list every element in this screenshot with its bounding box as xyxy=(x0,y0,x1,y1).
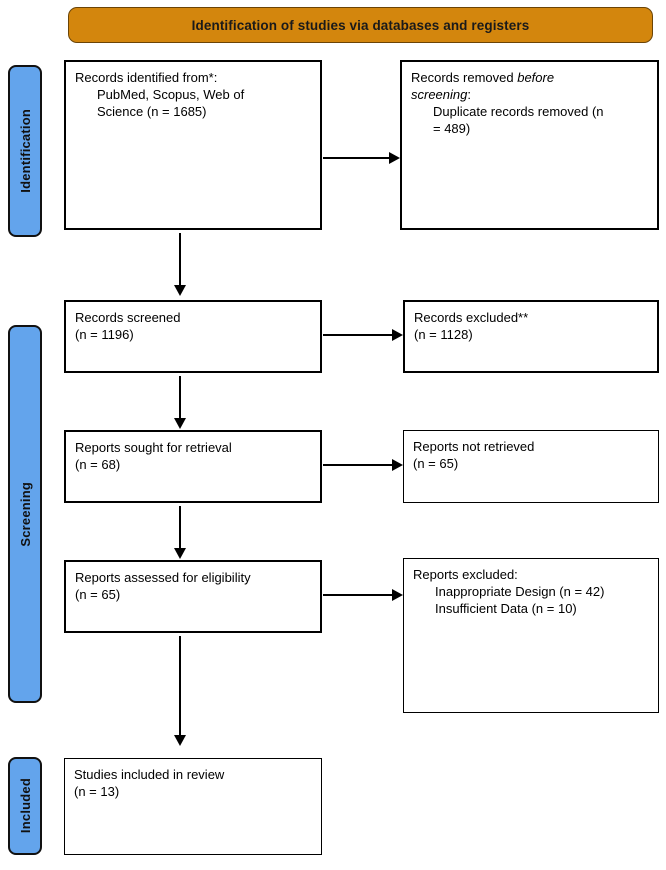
arrow-head-right-icon xyxy=(392,328,403,341)
box-records-removed-line-2-italic: screening xyxy=(411,87,468,102)
box-records-identified: Records identified from*: PubMed, Scopus… xyxy=(64,60,322,230)
box-records-screened: Records screened (n = 1196) xyxy=(64,300,322,373)
box-records-removed-line-4: = 489) xyxy=(433,121,471,136)
box-reports-sought: Reports sought for retrieval (n = 68) xyxy=(64,430,322,503)
box-reports-excluded-line-1: Reports excluded: xyxy=(413,567,518,582)
box-reports-sought-line-2: (n = 68) xyxy=(75,457,121,472)
arrow-head-down-icon xyxy=(173,735,186,746)
stage-label-included-text: Included xyxy=(17,778,33,834)
box-records-removed-line-2-post: : xyxy=(467,87,471,102)
page-title: Identification of studies via databases … xyxy=(191,17,530,33)
arrow-head-right-icon xyxy=(392,458,403,471)
box-studies-included: Studies included in review (n = 13) xyxy=(64,758,322,855)
box-reports-excluded-line-2: Inappropriate Design (n = 42) xyxy=(435,584,605,599)
box-records-removed-line-1-italic: before xyxy=(517,70,555,85)
arrow-shaft xyxy=(179,376,181,418)
arrow-shaft xyxy=(179,506,181,548)
box-studies-included-line-1: Studies included in review xyxy=(74,767,225,782)
arrow-head-right-icon xyxy=(392,588,403,601)
box-records-excluded: Records excluded** (n = 1128) xyxy=(403,300,659,373)
arrow-head-down-icon xyxy=(173,548,186,559)
box-records-removed: Records removed before screening: Duplic… xyxy=(400,60,659,230)
box-records-removed-line-1-pre: Records removed xyxy=(411,70,518,85)
box-reports-excluded: Reports excluded: Inappropriate Design (… xyxy=(403,558,659,713)
stage-label-identification-text: Identification xyxy=(17,109,33,193)
arrow-head-down-icon xyxy=(173,418,186,429)
box-reports-assessed-line-2: (n = 65) xyxy=(75,587,121,602)
box-records-identified-line-2: PubMed, Scopus, Web of xyxy=(97,87,245,102)
stage-label-screening: Screening xyxy=(8,325,42,703)
arrow-shaft xyxy=(323,464,392,466)
box-records-identified-line-1: Records identified from*: xyxy=(75,70,218,85)
arrow-shaft xyxy=(323,157,389,159)
box-reports-not-retrieved-line-1: Reports not retrieved xyxy=(413,439,535,454)
box-records-excluded-line-2: (n = 1128) xyxy=(414,327,473,342)
box-records-removed-line-1: Records removed before xyxy=(411,69,648,86)
stage-label-screening-text: Screening xyxy=(17,481,33,547)
box-records-removed-line-2: screening: xyxy=(411,86,648,103)
stage-label-identification: Identification xyxy=(8,65,42,237)
box-studies-included-line-2: (n = 13) xyxy=(74,784,120,799)
stage-label-included: Included xyxy=(8,757,42,855)
box-reports-not-retrieved-line-2: (n = 65) xyxy=(413,456,459,471)
box-records-screened-line-1: Records screened xyxy=(75,310,181,325)
box-reports-assessed: Reports assessed for eligibility (n = 65… xyxy=(64,560,322,633)
box-reports-excluded-line-3: Insufficient Data (n = 10) xyxy=(435,601,577,616)
arrow-shaft xyxy=(323,594,392,596)
arrow-head-right-icon xyxy=(389,151,400,164)
box-reports-sought-line-1: Reports sought for retrieval xyxy=(75,440,232,455)
box-reports-assessed-line-1: Reports assessed for eligibility xyxy=(75,570,251,585)
box-reports-not-retrieved: Reports not retrieved (n = 65) xyxy=(403,430,659,503)
arrow-shaft xyxy=(179,636,181,735)
arrow-head-down-icon xyxy=(173,285,186,296)
box-records-identified-line-3: Science (n = 1685) xyxy=(97,104,207,119)
arrow-shaft xyxy=(323,334,392,336)
box-records-screened-line-2: (n = 1196) xyxy=(75,327,134,342)
diagram-header-banner: Identification of studies via databases … xyxy=(68,7,653,43)
box-records-excluded-line-1: Records excluded** xyxy=(414,310,529,325)
arrow-shaft xyxy=(179,233,181,285)
box-records-removed-line-3: Duplicate records removed (n xyxy=(433,104,604,119)
